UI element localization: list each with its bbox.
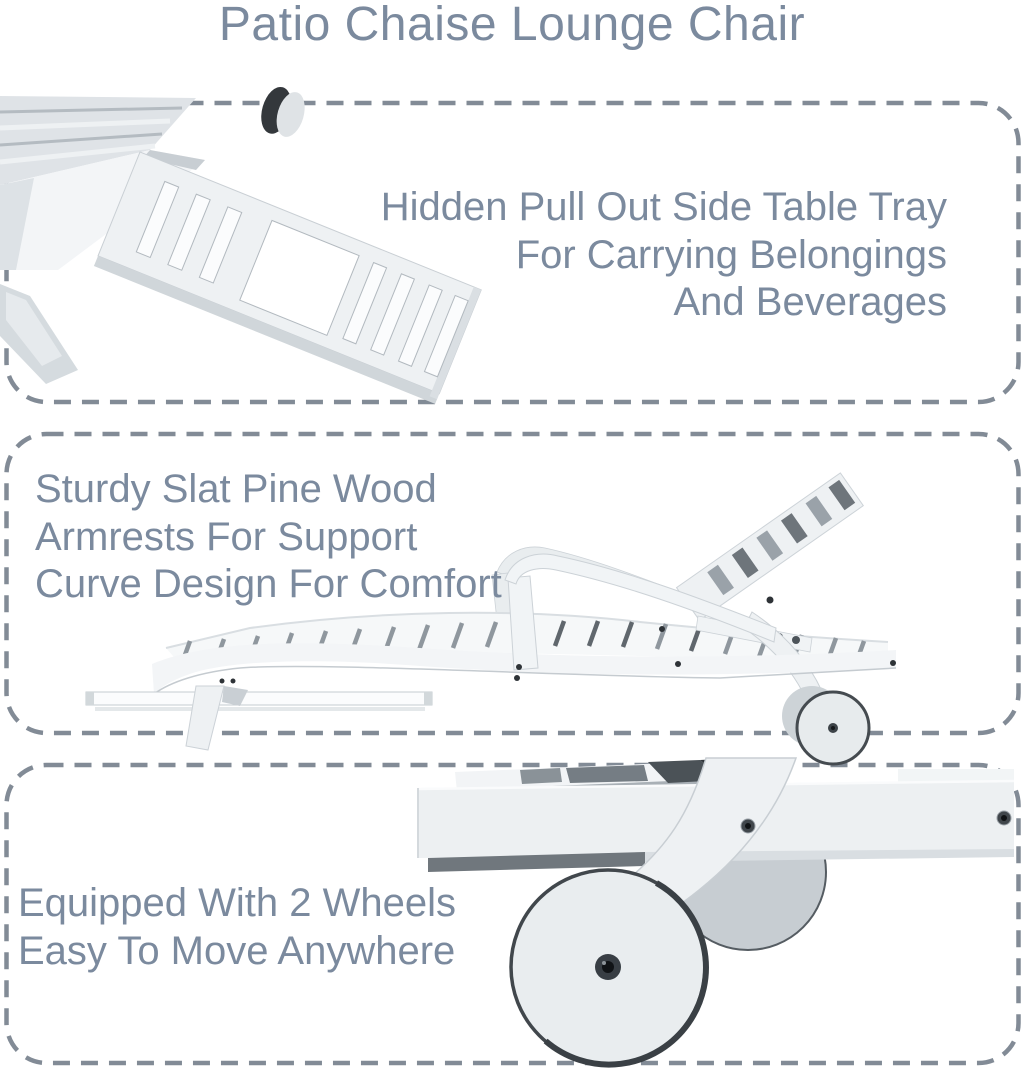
front-wheel: [509, 868, 709, 1068]
wheel-closeup-photo: [417, 757, 1015, 1068]
feature-text-armrests: Sturdy Slat Pine Wood Armrests For Suppo…: [35, 466, 502, 609]
feature-line: Equipped With 2 Wheels: [18, 881, 457, 925]
feature-line: Easy To Move Anywhere: [18, 928, 456, 973]
pull-out-tray-photo: [0, 86, 482, 404]
feature-line: And Beverages: [673, 280, 947, 324]
panel-border-wheels: [4, 762, 1021, 1066]
page-title: Patio Chaise Lounge Chair: [218, 0, 806, 51]
feature-text-hidden-tray: Hidden Pull Out Side Table Tray For Carr…: [381, 184, 947, 327]
front-leg: [185, 685, 248, 751]
top-wheel: [261, 86, 305, 137]
side-rail: [417, 779, 1015, 872]
feature-text-wheels: Equipped With 2 Wheels Easy To Move Anyw…: [18, 880, 456, 975]
rear-wheel: [795, 690, 871, 766]
near-armrest: [504, 553, 777, 671]
panel-border-armrests: [4, 431, 1021, 736]
chaise-side-photo: [85, 472, 897, 766]
feature-line: Hidden Pull Out Side Table Tray: [380, 185, 947, 229]
feature-line: Curve Design For Comfort: [35, 562, 502, 606]
frame-bolts: [219, 596, 896, 684]
feature-line: For Carrying Belongings: [515, 232, 947, 277]
pull-out-tray: [93, 151, 482, 404]
feature-line: Sturdy Slat Pine Wood: [35, 467, 437, 511]
hidden-tray-bar: [85, 691, 433, 711]
feature-line: Armrests For Support: [35, 514, 418, 559]
chair-leg: [0, 284, 78, 384]
leg-bolt: [740, 818, 756, 834]
rail-bolt: [996, 810, 1012, 826]
